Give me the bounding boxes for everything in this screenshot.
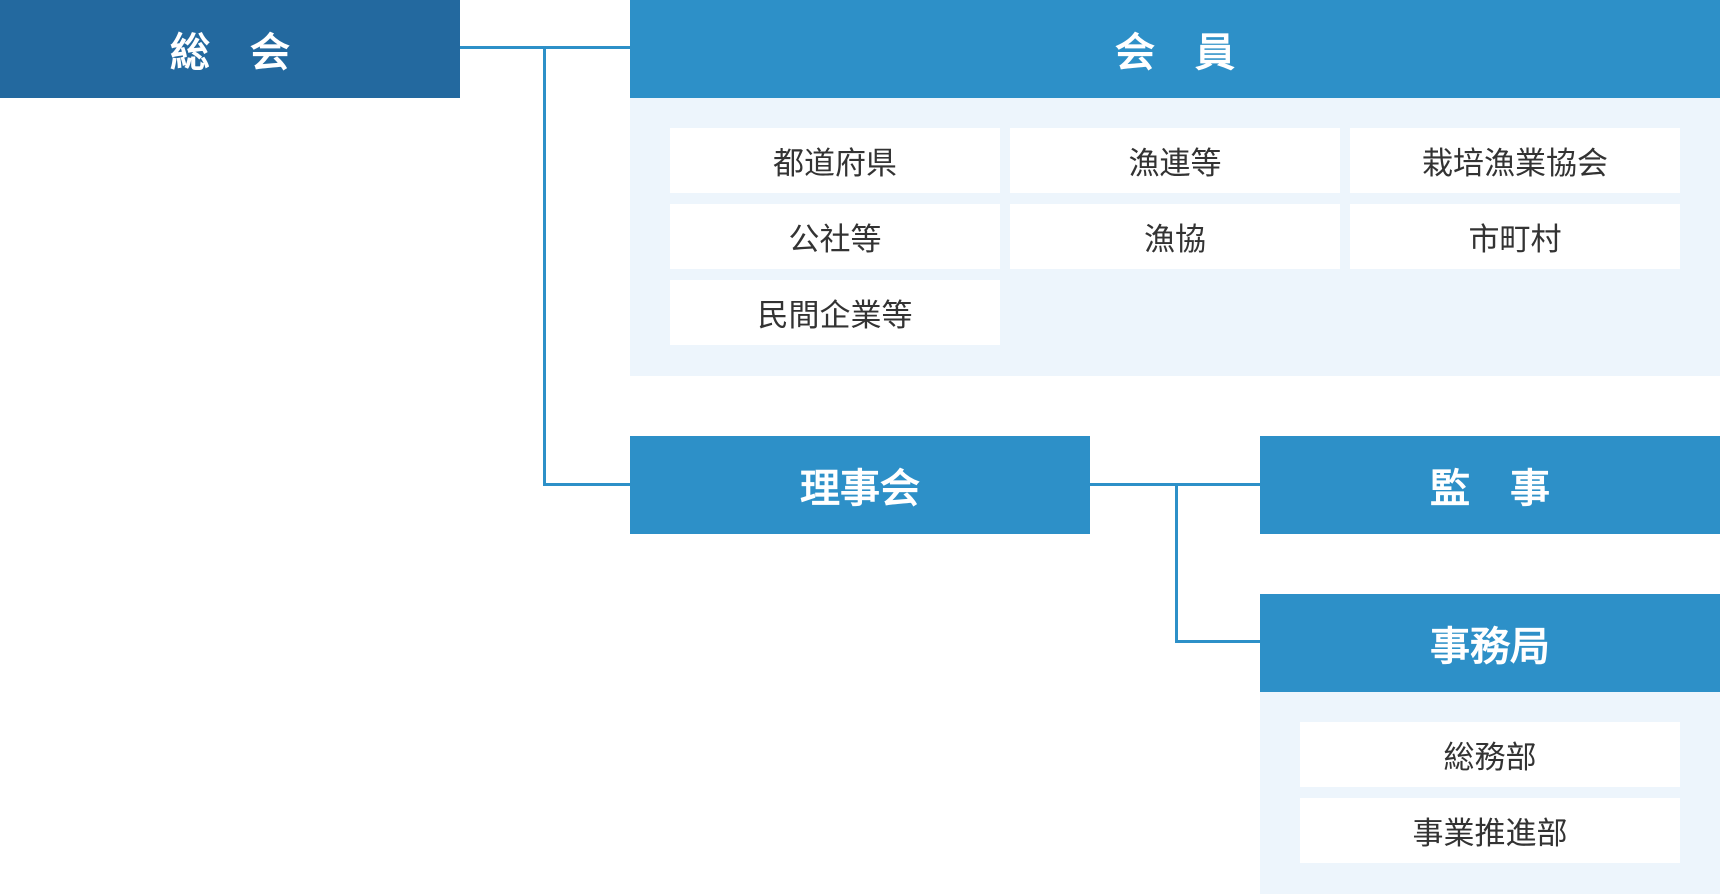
connector-assembly-board	[543, 483, 630, 486]
board-node: 理事会	[630, 436, 1090, 534]
member-item: 漁協	[1010, 204, 1340, 269]
secretariat-item: 事業推進部	[1300, 798, 1680, 863]
member-item: 都道府県	[670, 128, 1000, 193]
connector-vertical-assembly	[543, 46, 546, 486]
secretariat-node: 事務局	[1260, 594, 1720, 692]
general-assembly-node: 総 会	[0, 0, 460, 98]
member-item: 栽培漁業協会	[1350, 128, 1680, 193]
auditor-node: 監 事	[1260, 436, 1720, 534]
secretariat-panel: 総務部 事業推進部	[1260, 692, 1720, 894]
member-item: 公社等	[670, 204, 1000, 269]
members-node: 会 員	[630, 0, 1720, 98]
members-panel: 都道府県 漁連等 栽培漁業協会 公社等 漁協 市町村 民間企業等	[630, 98, 1720, 376]
connector-vertical-board	[1175, 483, 1178, 643]
member-item: 民間企業等	[670, 280, 1000, 345]
connector-board-secretariat	[1175, 640, 1260, 643]
member-item: 漁連等	[1010, 128, 1340, 193]
secretariat-item: 総務部	[1300, 722, 1680, 787]
member-item: 市町村	[1350, 204, 1680, 269]
